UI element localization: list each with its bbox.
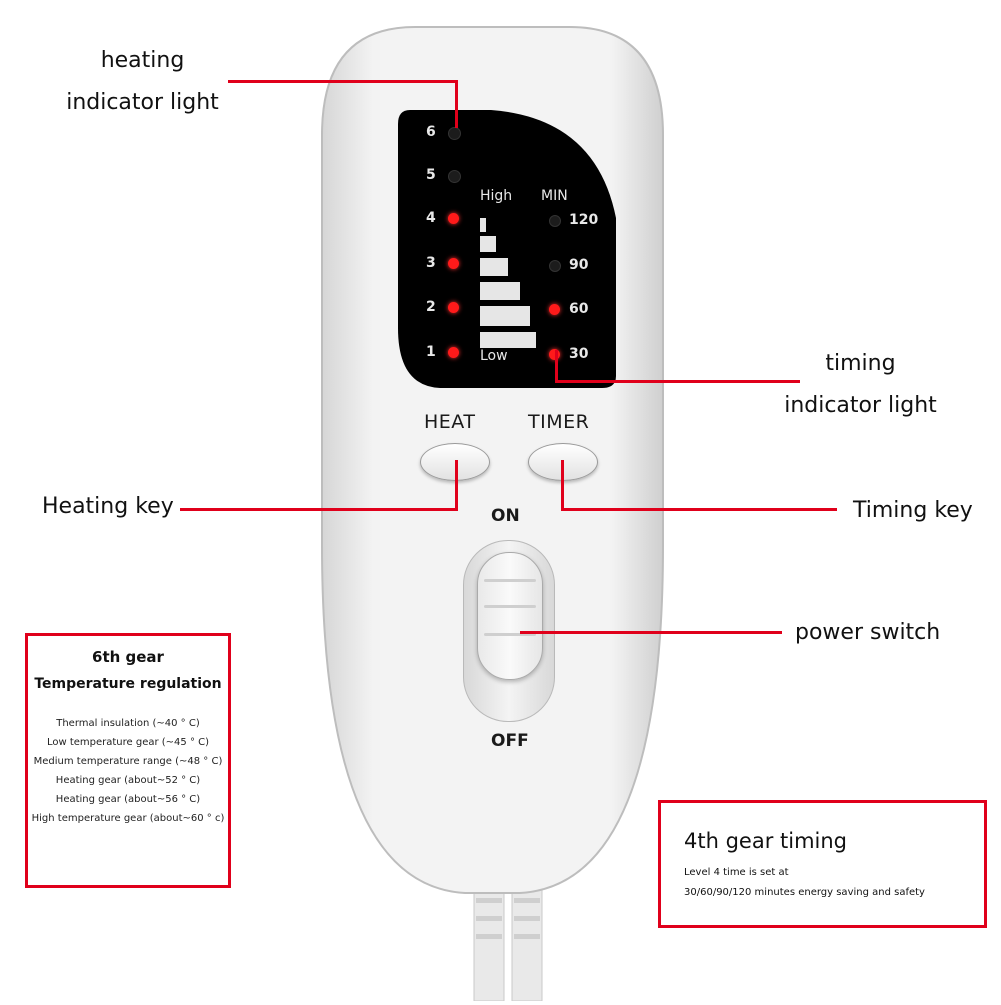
callout-line: indicator light xyxy=(784,393,937,418)
heating-key-leader-v xyxy=(455,460,458,511)
timer-level-label: 90 xyxy=(569,257,589,273)
heat-level-label: 1 xyxy=(426,344,436,360)
heating-indicator-leader-v xyxy=(455,80,458,128)
timing-indicator-leader-h xyxy=(555,380,800,383)
timer-level-label: 30 xyxy=(569,346,589,362)
power-switch-leader xyxy=(520,631,782,634)
low-label: Low xyxy=(480,348,508,364)
switch-ridge xyxy=(484,579,536,582)
heating-key-label: Heating key xyxy=(42,494,174,519)
heating-indicator-leader-h xyxy=(228,80,458,83)
off-label: OFF xyxy=(491,731,529,751)
gear-item: Heating gear (about~52 ° C) xyxy=(55,775,201,786)
callout-line: timing xyxy=(825,351,896,376)
timing-key-leader-v xyxy=(561,460,564,511)
timing-key-leader-h xyxy=(561,508,837,511)
timing-key-label: Timing key xyxy=(853,498,973,523)
heat-level-row: 4 xyxy=(420,206,480,232)
callout-line: heating xyxy=(100,48,185,73)
on-label: ON xyxy=(491,506,520,526)
heating-key-leader-h xyxy=(180,508,458,511)
timing-info-box: 4th gear timing Level 4 time is set at 3… xyxy=(658,800,987,928)
timing-box-title: 4th gear timing xyxy=(684,829,848,853)
heat-led-5 xyxy=(448,170,461,183)
heat-level-label: 6 xyxy=(426,124,436,140)
timer-led-60 xyxy=(549,304,560,315)
gear-item: Heating gear (about~56 ° C) xyxy=(55,794,201,805)
heat-level-row: 2 xyxy=(420,295,480,321)
gear-box-title-2: Temperature regulation xyxy=(34,676,222,692)
timer-level-row: 30 xyxy=(545,342,615,368)
timer-level-label: 60 xyxy=(569,301,589,317)
heat-levels: 6 5 4 3 2 1 xyxy=(420,120,480,370)
gear-item: Medium temperature range (~48 ° C) xyxy=(33,756,223,767)
heat-led-4 xyxy=(448,213,459,224)
timing-indicator-leader-v xyxy=(555,350,558,382)
timer-level-row: 60 xyxy=(545,297,615,323)
timing-box-line: 30/60/90/120 minutes energy saving and s… xyxy=(684,887,925,898)
gear-info-box: 6th gear Temperature regulation Thermal … xyxy=(25,633,231,888)
power-switch-label: power switch xyxy=(795,620,941,645)
timing-box-line: Level 4 time is set at xyxy=(684,867,789,878)
timer-led-90 xyxy=(549,260,561,272)
gear-item: High temperature gear (about~60 ° c) xyxy=(31,813,225,824)
timer-level-label: 120 xyxy=(569,212,599,228)
timer-level-row: 120 xyxy=(545,208,615,234)
timer-button-label: TIMER xyxy=(528,411,590,433)
heat-level-label: 2 xyxy=(426,299,436,315)
gear-list: Thermal insulation (~40 ° C) Low tempera… xyxy=(28,714,228,828)
timer-levels: 120 90 60 30 xyxy=(545,208,615,368)
heat-button-label: HEAT xyxy=(424,411,476,433)
heat-led-3 xyxy=(448,258,459,269)
timing-indicator-callout: timing indicator light xyxy=(778,343,943,427)
heat-led-2 xyxy=(448,302,459,313)
gear-item: Low temperature gear (~45 ° C) xyxy=(46,737,210,748)
callout-line: indicator light xyxy=(66,90,219,115)
heat-level-label: 5 xyxy=(426,167,436,183)
high-label: High xyxy=(480,188,513,204)
switch-ridge xyxy=(484,605,536,608)
switch-ridge xyxy=(484,633,536,636)
heat-level-row: 6 xyxy=(420,120,480,146)
heat-level-row: 5 xyxy=(420,163,480,189)
timer-level-row: 90 xyxy=(545,253,615,279)
timer-led-30 xyxy=(549,349,560,360)
min-label: MIN xyxy=(541,188,568,204)
power-switch[interactable] xyxy=(477,552,543,680)
gear-box-title-1: 6th gear xyxy=(92,648,164,666)
timer-led-120 xyxy=(549,215,561,227)
heat-level-row: 1 xyxy=(420,340,480,366)
heat-level-label: 4 xyxy=(426,210,436,226)
heat-led-1 xyxy=(448,347,459,358)
gear-item: Thermal insulation (~40 ° C) xyxy=(56,718,200,729)
heat-level-label: 3 xyxy=(426,255,436,271)
heat-led-6 xyxy=(448,127,461,140)
heating-indicator-callout: heating indicator light xyxy=(60,40,225,124)
heat-level-row: 3 xyxy=(420,251,480,277)
